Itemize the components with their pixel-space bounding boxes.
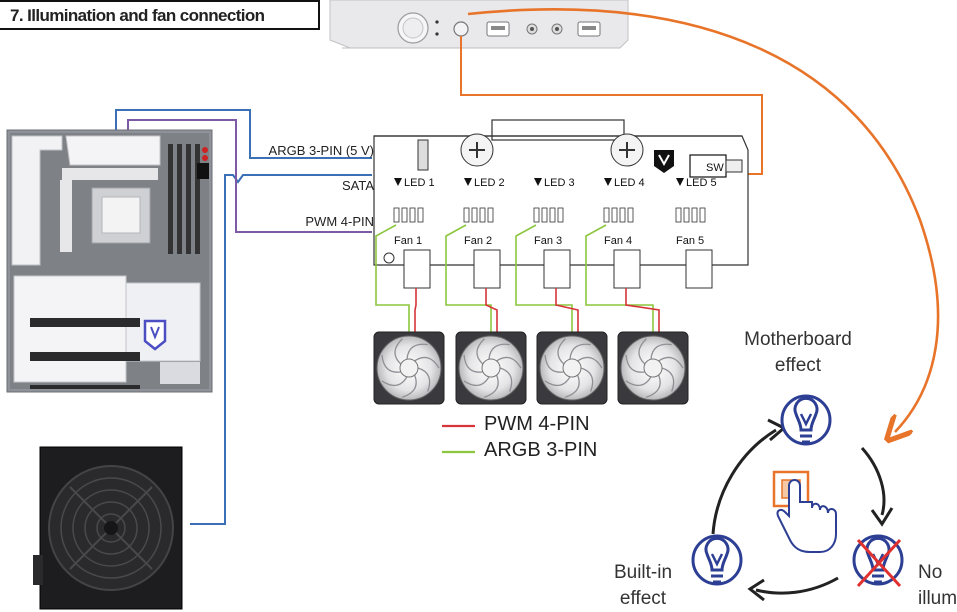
- cycle-label-builtin: Built-in effect: [598, 560, 688, 612]
- header-pin: [541, 207, 548, 223]
- header-pin: [683, 207, 690, 223]
- led-port-label: LED 4: [614, 177, 645, 189]
- fan-port-labels: Fan 1 Fan 2 Fan 3 Fan 4 Fan 5: [394, 235, 704, 247]
- fan-port-label: Fan 2: [464, 235, 492, 247]
- power-supply: [33, 446, 183, 610]
- argb-wire: [585, 224, 654, 332]
- orange-curve-arrow: [467, 8, 940, 432]
- header-pin: [417, 207, 424, 223]
- fan-port-label: Fan 1: [394, 235, 422, 247]
- fans-row: [373, 331, 689, 405]
- brand-logo-icon: [654, 150, 674, 173]
- fan-connector: [613, 249, 641, 289]
- fan-connector: [473, 249, 501, 289]
- header-pin: [401, 207, 408, 223]
- switch-header[interactable]: SW: [689, 154, 743, 178]
- cycle-right-line2: illum: [918, 588, 957, 609]
- cables: [115, 8, 940, 525]
- led-port-labels: LED 1 LED 2 LED 3 LED 4 LED 5: [394, 177, 717, 189]
- led-arrow-icon: [534, 178, 542, 186]
- sata-cable: [190, 174, 372, 525]
- fan-connector: [543, 249, 571, 289]
- reset-button[interactable]: [453, 21, 469, 37]
- fan-icon: [373, 331, 445, 405]
- argb-wire: [445, 224, 492, 332]
- argb-wire: [515, 224, 573, 332]
- fan-icon: [455, 331, 527, 405]
- fan-icon: [48, 465, 174, 591]
- cycle-left-line2: effect: [619, 588, 667, 609]
- header-pin: [471, 207, 478, 223]
- header-pin: [549, 207, 556, 223]
- cycle-top-line1: Motherboard: [744, 329, 852, 350]
- switch-label: SW: [706, 162, 724, 174]
- cycle-top-line2: effect: [774, 355, 822, 376]
- power-button-icon[interactable]: [397, 12, 429, 44]
- header-pin: [603, 207, 610, 223]
- pwm-wire: [414, 288, 417, 332]
- header-pin: [487, 207, 494, 223]
- argb-cable-label: ARGB 3-PIN (5 V): [268, 143, 374, 158]
- header-pin: [627, 207, 634, 223]
- led-arrow-icon: [676, 178, 684, 186]
- pwm-wire: [625, 288, 660, 332]
- fan-connector: [403, 249, 431, 289]
- header-pin: [393, 207, 400, 223]
- legend-argb-label: ARGB 3-PIN: [484, 439, 598, 461]
- usb-port-icon: [486, 21, 510, 37]
- led-arrow-icon: [394, 178, 402, 186]
- cycle-right-line1: No: [918, 562, 943, 583]
- section-title: 7. Illumination and fan connection: [0, 0, 320, 30]
- argb-wire: [375, 224, 410, 332]
- header-pin: [479, 207, 486, 223]
- argb-cable: [115, 109, 372, 159]
- header-pin: [611, 207, 618, 223]
- lightbulb-icon: [691, 534, 743, 586]
- header-pin: [533, 207, 540, 223]
- fan-speed-icon: [383, 252, 395, 264]
- led-port-label: LED 2: [474, 177, 505, 189]
- pwm-wire: [555, 288, 579, 332]
- lightbulb-icon: [780, 394, 832, 446]
- header-pin: [463, 207, 470, 223]
- cross-icon: [856, 538, 902, 588]
- header-pin: [409, 207, 416, 223]
- header-pin: [619, 207, 626, 223]
- pwm-cable-label: PWM 4-PIN: [305, 214, 374, 229]
- led-arrow-icon: [464, 178, 472, 186]
- lighting-cycle: [691, 394, 904, 602]
- pwm-cable: [127, 119, 372, 233]
- fan-port-label: Fan 4: [604, 235, 632, 247]
- led-port-label: LED 3: [544, 177, 575, 189]
- pwm-wire: [485, 288, 498, 332]
- sata-cable-label: SATA: [341, 178, 374, 193]
- led-port-label: LED 5: [686, 177, 717, 189]
- fan-connector: [685, 249, 713, 289]
- fan-port-label: Fan 5: [676, 235, 704, 247]
- header-pin: [557, 207, 564, 223]
- cycle-label-noillum: No illum: [918, 560, 957, 612]
- header-pin: [691, 207, 698, 223]
- header-pin: [699, 207, 706, 223]
- switch-cable: [460, 36, 763, 175]
- case-front-panel: [329, 0, 629, 49]
- brand-logo-icon: [143, 319, 167, 351]
- audio-jack-icon: [526, 23, 563, 35]
- led-port-label: LED 1: [404, 177, 435, 189]
- hub-connectors: [375, 207, 713, 332]
- header-pin: [675, 207, 682, 223]
- hand-pointer-icon: [772, 470, 837, 553]
- usb-port-icon: [577, 21, 601, 37]
- fan-icon: [617, 331, 689, 405]
- cycle-left-line1: Built-in: [613, 562, 673, 583]
- cycle-label-motherboard: Motherboard effect: [728, 327, 868, 379]
- fan-icon: [536, 331, 608, 405]
- motherboard: [6, 129, 213, 393]
- fan-port-label: Fan 3: [534, 235, 562, 247]
- legend-pwm-label: PWM 4-PIN: [484, 413, 590, 435]
- led-arrow-icon: [604, 178, 612, 186]
